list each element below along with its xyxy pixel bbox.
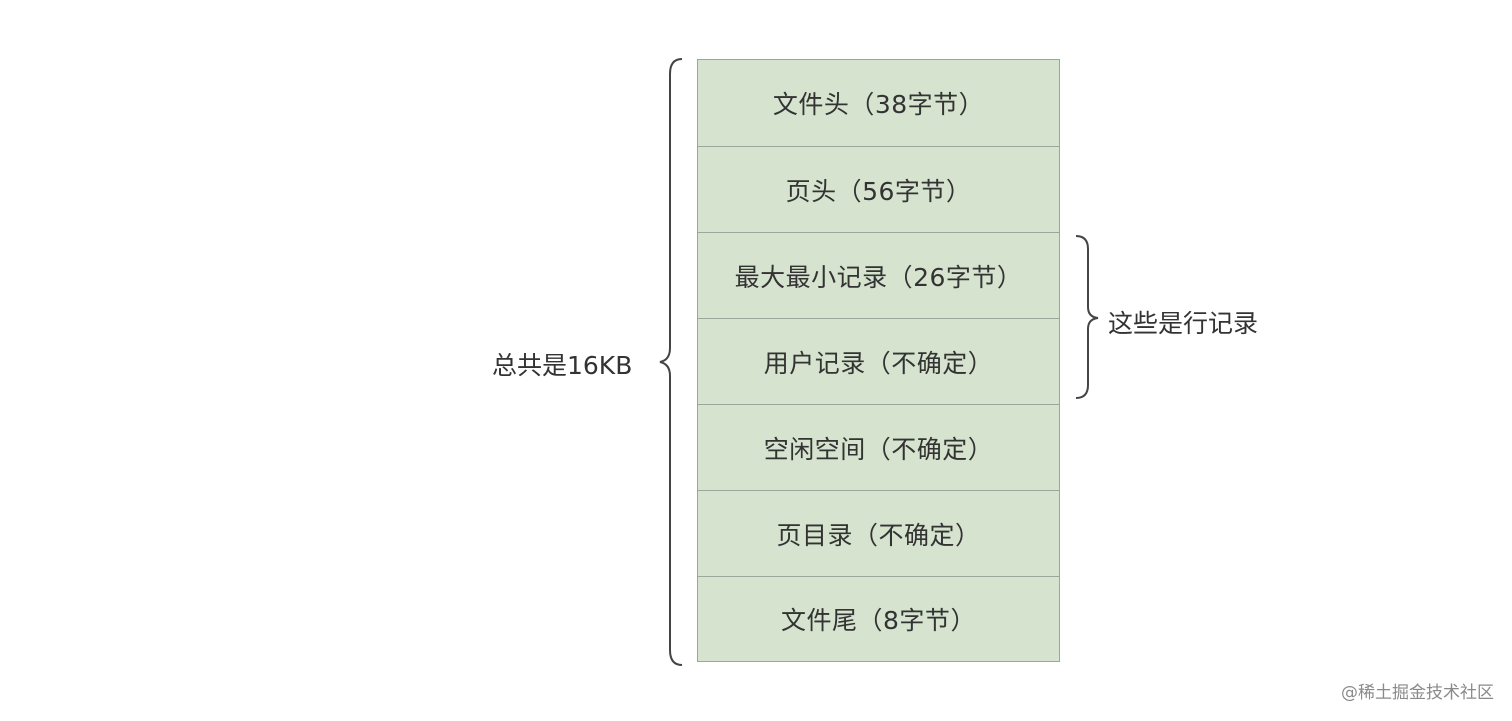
total-size-label: 总共是16KB (492, 351, 633, 380)
right-brace (1075, 235, 1099, 399)
segment-file-trailer: 文件尾（8字节） (781, 606, 976, 635)
watermark: @稀土掘金技术社区 (1341, 683, 1494, 703)
segment-user-records: 用户记录（不确定） (698, 319, 1059, 405)
left-brace (659, 58, 683, 666)
segment-infimum-supremum: 最大最小记录（26字节） (698, 233, 1059, 319)
segment-file-header: 文件头（38字节） (698, 60, 1059, 147)
segment-page-header: 页头（56字节） (698, 147, 1059, 233)
segment-page-directory: 页目录（不确定） (698, 491, 1059, 577)
segment-free-space: 空闲空间（不确定） (698, 405, 1059, 491)
innodb-page-structure: 文件头（38字节） 页头（56字节） 最大最小记录（26字节） 用户记录（不确定… (697, 59, 1060, 662)
row-records-label: 这些是行记录 (1108, 309, 1259, 338)
